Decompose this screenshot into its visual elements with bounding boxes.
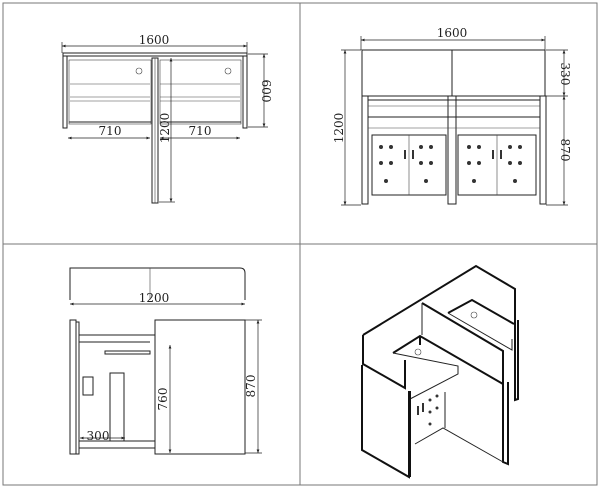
dimension-label: 710 <box>189 124 212 138</box>
dimension-label: 1600 <box>139 33 170 47</box>
dimension-label: 1200 <box>158 113 172 144</box>
grommet-icon <box>135 67 143 75</box>
dimension-label: 300 <box>87 429 110 443</box>
dimension-label: 710 <box>99 124 122 138</box>
dimension-label: 870 <box>244 375 258 398</box>
dimension-label: 870 <box>558 139 572 162</box>
dimension-label: 330 <box>558 63 572 86</box>
grommet-icon <box>224 67 232 75</box>
front-view <box>341 36 568 206</box>
grommet-icon <box>414 348 422 356</box>
dimension-label: 1200 <box>332 113 346 144</box>
dimension-label: 1600 <box>437 26 468 40</box>
isometric-view <box>361 264 519 479</box>
side-view <box>69 267 262 455</box>
dimension-label: 760 <box>156 388 170 411</box>
dimension-label: 1200 <box>139 291 170 305</box>
grommet-icon <box>470 311 478 319</box>
dimension-label: 600 <box>259 80 273 103</box>
top-view <box>61 42 268 204</box>
